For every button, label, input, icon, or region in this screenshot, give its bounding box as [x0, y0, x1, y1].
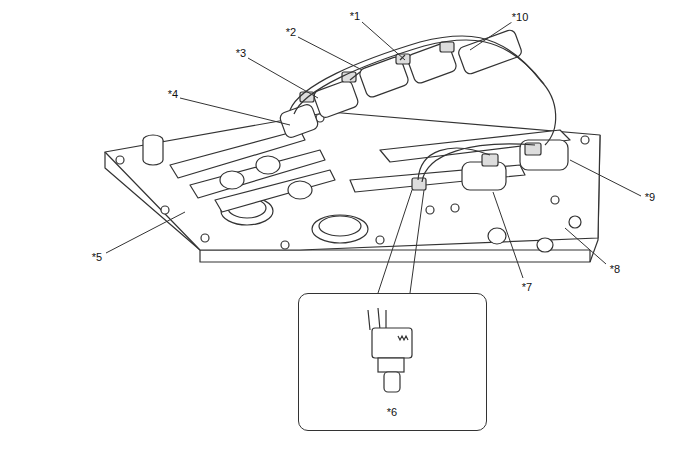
callout-number: *7: [521, 282, 533, 293]
callout-number: *2: [285, 27, 297, 38]
callout-number: *6: [386, 407, 398, 418]
callout-number: *4: [167, 89, 179, 100]
inset-box: *6: [298, 293, 487, 431]
callout-number: *9: [644, 192, 656, 203]
callout-number: *5: [91, 252, 103, 263]
callout-number: *3: [235, 48, 247, 59]
callout-number: *10: [511, 12, 530, 23]
callout-number: *1: [349, 11, 361, 22]
callout-number: *8: [609, 264, 621, 275]
